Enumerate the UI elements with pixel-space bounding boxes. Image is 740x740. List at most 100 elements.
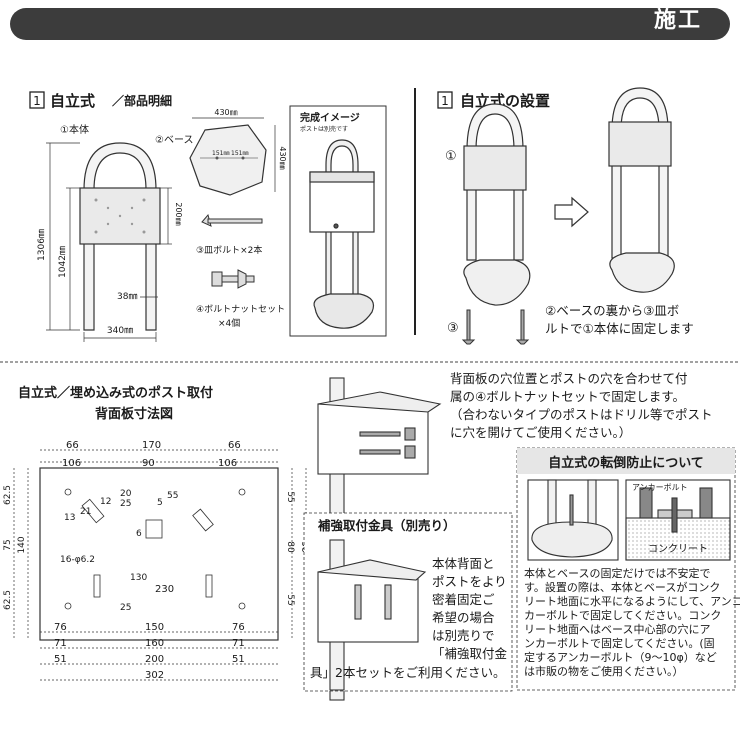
top-dim-90: 90 [142,458,155,469]
step-subheading: ／部品明細 [112,93,172,108]
reinforce-line-7: 具」2本セットをご利用ください。 [310,665,505,680]
reinforce-line-1: 本体背面と [432,556,495,571]
install-heading: 自立式の設置 [460,92,550,110]
right-dim-80: 80 [285,541,295,553]
base-label: ②ベース [155,134,193,146]
step-number: 1 [33,94,41,108]
tipover-title: 自立式の転倒防止について [548,455,704,471]
reinforce-title: 補強取付金具（別売り） [317,518,456,533]
flat-bolt-drawing [201,213,263,227]
base-plate-drawing [189,117,276,196]
dim-1306: 1306㎜ [37,229,47,261]
backplate-title-1: 自立式／埋め込み式のポスト取付 [18,385,213,401]
nut-label: ④ボルトナットセット [196,304,285,315]
install-caption-1: ②ベースの裏から③皿ボ [545,303,679,318]
mount-instructions-panel: 背面板の穴位置とポストの穴を合わせて付 属の④ボルトナットセットで固定します。 … [303,371,740,701]
instruction-line-1: 背面板の穴位置とポストの穴を合わせて付 [450,371,688,386]
body-label: ①本体 [60,123,89,136]
bottom-dim-51a: 51 [54,654,67,665]
left-dim-75: 75 [3,539,13,550]
instruction-line-4: に穴を開けてご使用ください。） [450,425,631,440]
install-caption-2: ルトで①本体に固定します [545,321,694,336]
inner-13: 13 [64,513,75,523]
callout-3: ③ [447,321,459,336]
inner-21: 21 [80,507,91,517]
inner-12: 12 [100,497,111,507]
reinforce-line-4: 希望の場合 [432,610,495,625]
left-dim-140: 140 [17,536,27,553]
bottom-dim-200: 200 [145,654,164,665]
tipover-line-4: カーボルトで固定してください。コンク [524,608,721,622]
bottom-dim-150: 150 [145,622,164,633]
step-heading: 自立式 [50,92,95,110]
dim-38: 38㎜ [117,292,137,302]
right-dim-55a: 55 [285,491,295,502]
dim-151a: 151㎜ [212,150,229,157]
back-plate-outline [39,467,279,641]
tipover-line-3: リート地面に水平になるようにして、アンコ [524,595,740,608]
reinforce-line-5: は別売りで [432,628,495,643]
unassembled-stand-drawing [463,103,531,306]
left-dim-62-5b: 62.5 [3,590,13,610]
top-dim-170: 170 [142,440,161,451]
bolt-label: ③皿ボルト×2本 [196,244,262,256]
instruction-line-2: 属の④ボルトナットセットで固定します。 [450,389,685,404]
install-bolts [461,309,530,345]
inner-130: 130 [130,573,147,583]
nut-qty: ×4個 [218,317,240,329]
inner-55: 55 [167,491,178,501]
bottom-dim-51b: 51 [232,654,245,665]
dim-430w: 430㎜ [214,108,237,117]
section-banner [10,8,730,40]
tipover-line-2: す。設置の際は、本体とベースがコンク [524,580,720,594]
tipover-drawing [527,479,731,561]
backplate-title-2: 背面板寸法図 [95,406,173,422]
inner-230: 230 [155,584,174,595]
stand-body-drawing [79,142,161,331]
callout-1: ① [445,149,457,164]
top-dim-66b: 66 [228,440,241,451]
section-title: 施工 [653,8,702,33]
complete-note: ポストは別売です [300,125,348,133]
tipover-line-5: リート地面へはベース中心部の穴にア [524,622,710,636]
reinforce-line-3: 密着固定ご [432,592,495,607]
dim-1042: 1042㎜ [58,246,68,278]
dim-430h: 430㎜ [278,146,287,169]
bottom-dim-160: 160 [145,638,164,649]
tipover-line-7: 定するアンカーボルト（9～10φ）など [524,650,717,664]
install-step-number: 1 [441,94,449,108]
bolt-nut-drawing [211,269,255,289]
back-plate-holes [64,488,246,610]
arrow-icon [554,196,589,228]
bottom-dim-76a: 76 [54,622,67,633]
inner-hole-spec: 16-φ6.2 [60,555,95,565]
tipover-line-1: 本体とベースの固定だけでは不安定で [524,566,710,580]
assembled-stand-drawing [608,87,675,293]
top-dim-66a: 66 [66,440,79,451]
inner-25: 25 [120,499,131,509]
instruction-line-3: （合わないタイプのポストはドリル等でポスト [450,407,713,422]
reinforce-line-2: ポストをより [432,574,507,589]
inner-6: 6 [136,529,142,539]
parts-list-panel: 1 自立式 ／部品明細 ①本体 1306㎜ 1042㎜ 200㎜ 38㎜ [29,91,387,342]
top-dim-106b: 106 [218,458,237,469]
tipover-line-6: ンカーボルトで固定してください。(固 [524,636,715,650]
anchor-label: アンカーボルト [632,483,688,492]
complete-title: 完成イメージ [300,111,360,124]
inner-20: 20 [120,489,132,499]
dim-151b: 151㎜ [231,150,248,157]
installation-panel: 1 自立式の設置 ① ② ③ ②ベースの裏から③皿ボ ルトで①本体に固定します [437,87,694,345]
left-dim-62-5a: 62.5 [3,485,13,505]
tipover-line-8: は市販の物をご使用ください。） [524,664,684,678]
right-dim-55b: 55 [285,594,295,605]
bottom-dim-76b: 76 [232,622,245,633]
reinforce-drawing [317,539,427,691]
top-dim-106a: 106 [62,458,81,469]
bottom-dim-71b: 71 [232,638,245,649]
complete-stand-drawing [309,139,375,329]
inner-25b: 25 [120,603,131,613]
bottom-dim-71a: 71 [54,638,67,649]
inner-5: 5 [157,498,163,508]
bottom-dim-302: 302 [145,670,164,681]
